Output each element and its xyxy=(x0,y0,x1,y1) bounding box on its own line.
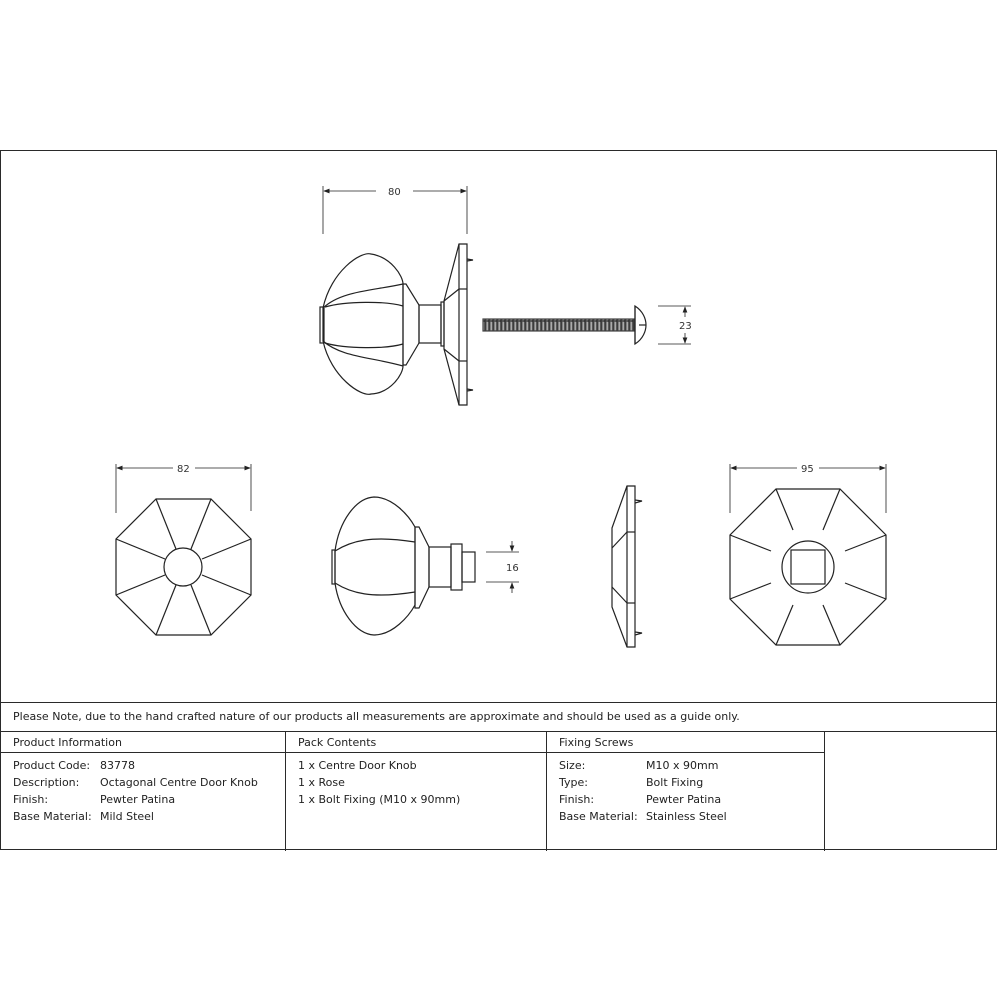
product-information-column: Product Information Product Code: 83778 D… xyxy=(1,732,286,851)
spec-value: Pewter Patina xyxy=(100,793,176,806)
technical-drawing: 80 xyxy=(115,186,887,648)
bolt-fixing-view: 23 xyxy=(482,304,692,346)
dimension-spindle: 16 xyxy=(506,563,519,574)
spec-row: Finish: Pewter Patina xyxy=(559,793,824,810)
dimension-knob-diameter: 82 xyxy=(177,464,190,475)
spec-row: Finish: Pewter Patina xyxy=(13,793,285,810)
spec-value: Bolt Fixing xyxy=(646,776,704,789)
rose-side-view xyxy=(611,485,643,648)
knob-front-view: 82 xyxy=(115,464,252,636)
pack-contents-header: Pack Contents xyxy=(286,732,546,753)
spec-label: Type: xyxy=(559,776,588,789)
spec-row: Size: M10 x 90mm xyxy=(559,759,824,776)
spec-label: Base Material: xyxy=(559,810,638,823)
spec-value: M10 x 90mm xyxy=(646,759,719,772)
product-information-header: Product Information xyxy=(1,732,285,753)
rose-front-view: 95 xyxy=(729,464,887,646)
spec-label: Size: xyxy=(559,759,586,772)
spec-value: Mild Steel xyxy=(100,810,154,823)
spec-row: Product Code: 83778 xyxy=(13,759,285,776)
product-spec-table: Product Information Product Code: 83778 D… xyxy=(1,731,996,851)
pack-item: 1 x Rose xyxy=(298,776,345,789)
knob-side-view-assembled: 80 xyxy=(319,186,474,406)
technical-drawing-frame: 80 xyxy=(0,150,997,851)
fixing-screws-column: Fixing Screws Size: M10 x 90mm Type: Bolt … xyxy=(547,732,825,851)
spec-label: Base Material: xyxy=(13,810,92,823)
spec-row: Type: Bolt Fixing xyxy=(559,776,824,793)
measurement-disclaimer: Please Note, due to the hand crafted nat… xyxy=(1,702,996,731)
spec-label: Product Code: xyxy=(13,759,91,772)
dimension-rose-diameter: 95 xyxy=(801,464,814,475)
spec-value: Stainless Steel xyxy=(646,810,727,823)
pack-item: 1 x Bolt Fixing (M10 x 90mm) xyxy=(298,793,461,806)
dimension-knob-length: 80 xyxy=(388,187,401,198)
spec-label: Finish: xyxy=(13,793,49,806)
empty-column xyxy=(825,732,996,851)
spec-label: Description: xyxy=(13,776,80,789)
pack-item: 1 x Centre Door Knob xyxy=(298,759,417,772)
pack-contents-column: Pack Contents 1 x Centre Door Knob 1 x R… xyxy=(286,732,547,851)
spec-row: Base Material: Stainless Steel xyxy=(559,810,824,827)
spec-row: Description: Octagonal Centre Door Knob xyxy=(13,776,285,793)
knob-side-view: 16 xyxy=(331,496,519,636)
spec-label: Finish: xyxy=(559,793,595,806)
dimension-bolt-head: 23 xyxy=(679,321,692,332)
fixing-screws-header: Fixing Screws xyxy=(547,732,824,753)
spec-value: Pewter Patina xyxy=(646,793,722,806)
spec-value: Octagonal Centre Door Knob xyxy=(100,776,258,789)
spec-row: Base Material: Mild Steel xyxy=(13,810,285,827)
spec-value: 83778 xyxy=(100,759,135,772)
